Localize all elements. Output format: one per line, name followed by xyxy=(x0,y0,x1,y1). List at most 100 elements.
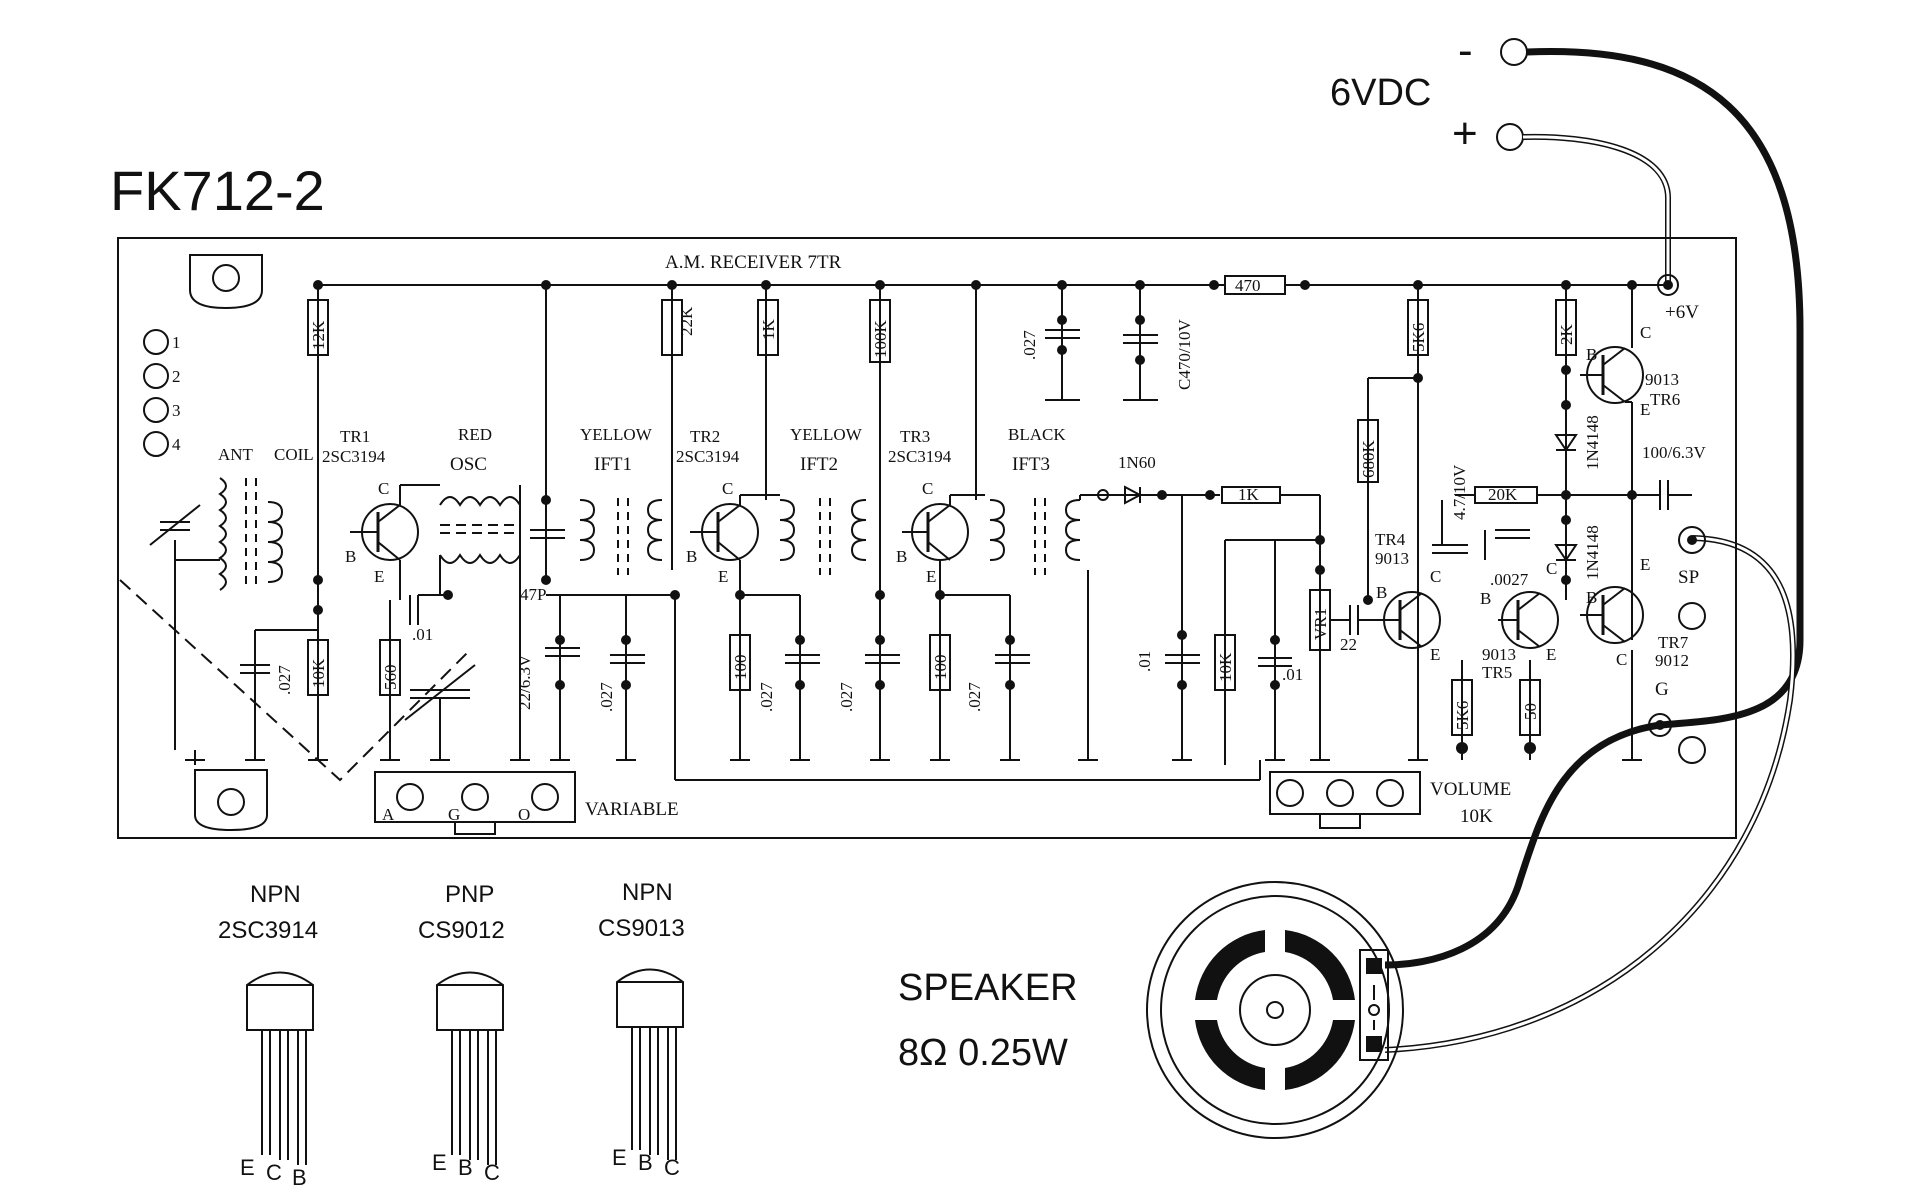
svg-text:E: E xyxy=(612,1145,627,1170)
diode-1n4148-b xyxy=(1554,544,1578,562)
svg-text:.027: .027 xyxy=(1020,330,1039,360)
model-title: FK712-2 xyxy=(110,159,325,222)
speaker-spec: 8Ω 0.25W xyxy=(898,1032,1068,1074)
svg-text:470: 470 xyxy=(1235,276,1261,295)
ift2-color-label: YELLOW xyxy=(790,425,863,444)
ift1-color-label: YELLOW xyxy=(580,425,653,444)
svg-text:CS9012: CS9012 xyxy=(418,917,505,944)
svg-text:E: E xyxy=(718,567,728,586)
transistor-package-1: NPN 2SC3914 E C B xyxy=(218,881,318,1189)
variable-capacitor-pads xyxy=(374,771,576,823)
svg-text:C470/10V: C470/10V xyxy=(1175,318,1194,390)
resistor-100-a xyxy=(729,634,751,691)
svg-text:10K: 10K xyxy=(1460,806,1493,827)
g-label: G xyxy=(1655,679,1669,700)
svg-text:C: C xyxy=(1616,650,1627,669)
svg-text:B: B xyxy=(1376,583,1387,602)
svg-text:C: C xyxy=(1430,567,1441,586)
positive-terminal xyxy=(1496,123,1524,151)
tr2-label: TR2 xyxy=(690,427,720,446)
svg-text:B: B xyxy=(1586,345,1597,364)
ift2-coil xyxy=(779,499,796,561)
mounting-hole-top xyxy=(189,254,263,310)
svg-text:.01: .01 xyxy=(1135,651,1154,672)
diode-1n4148-a xyxy=(1554,434,1578,452)
power-label: 6VDC xyxy=(1330,72,1431,114)
svg-text:1K: 1K xyxy=(1238,485,1260,504)
svg-text:.027: .027 xyxy=(965,682,984,712)
svg-text:100: 100 xyxy=(931,655,950,681)
svg-text:NPN: NPN xyxy=(250,881,301,908)
svg-text:.027: .027 xyxy=(597,682,616,712)
svg-text:2: 2 xyxy=(172,367,181,386)
svg-text:3: 3 xyxy=(172,401,181,420)
svg-text:C: C xyxy=(722,479,733,498)
svg-text:A: A xyxy=(382,805,395,824)
transistor-package-3: NPN CS9013 E B C xyxy=(598,879,685,1180)
svg-text:5K6: 5K6 xyxy=(1409,323,1428,352)
pcb-outline xyxy=(117,237,1737,839)
resistor-1k-a xyxy=(757,299,779,356)
svg-text:VR1: VR1 xyxy=(1311,608,1330,640)
svg-text:C: C xyxy=(1640,323,1651,342)
resistor-680k xyxy=(1357,419,1379,483)
svg-text:CS9013: CS9013 xyxy=(598,915,685,942)
svg-text:2SC3914: 2SC3914 xyxy=(218,917,318,944)
svg-text:E: E xyxy=(432,1150,447,1175)
mounting-hole-bottom xyxy=(194,769,268,832)
svg-text:B: B xyxy=(458,1155,473,1180)
svg-text:.027: .027 xyxy=(757,682,776,712)
svg-text:NPN: NPN xyxy=(622,879,673,906)
diode-1n60-label: 1N60 xyxy=(1118,453,1156,472)
speaker-wire xyxy=(1384,536,1795,1052)
svg-text:E: E xyxy=(374,567,384,586)
gang-link-dashed xyxy=(119,579,471,782)
svg-text:B: B xyxy=(1586,588,1597,607)
negative-terminal xyxy=(1500,38,1528,66)
svg-text:TR6: TR6 xyxy=(1650,390,1680,409)
svg-text:C: C xyxy=(922,479,933,498)
svg-text:4: 4 xyxy=(172,435,181,454)
svg-text:TR5: TR5 xyxy=(1482,663,1512,682)
osc-coil xyxy=(439,496,521,507)
negative-wire xyxy=(1526,48,1804,729)
svg-text:1K: 1K xyxy=(759,319,778,341)
svg-text:680K: 680K xyxy=(1359,440,1378,479)
svg-text:.027: .027 xyxy=(837,682,856,712)
svg-text:E: E xyxy=(1546,645,1556,664)
svg-text:E: E xyxy=(1640,555,1650,574)
ift3-label: IFT3 xyxy=(1012,454,1050,475)
ground-wire xyxy=(1384,721,1661,969)
resistor-12k xyxy=(307,299,329,356)
svg-text:.0027: .0027 xyxy=(1490,570,1529,589)
svg-text:E: E xyxy=(1640,400,1650,419)
resistor-50 xyxy=(1519,679,1541,736)
antenna-coil xyxy=(218,477,227,591)
resistor-100-b xyxy=(929,634,951,691)
resistor-2k xyxy=(1555,299,1577,356)
speaker-graphic xyxy=(1146,881,1404,1139)
svg-text:B: B xyxy=(292,1165,307,1189)
g-pad xyxy=(1678,736,1706,764)
svg-text:C: C xyxy=(664,1155,680,1180)
tr6-label-type: 9013 xyxy=(1645,370,1679,389)
power-plus-sign: + xyxy=(1452,109,1478,158)
svg-text:1N4148: 1N4148 xyxy=(1583,415,1602,470)
ift1-label: IFT1 xyxy=(594,454,632,475)
svg-text:B: B xyxy=(686,547,697,566)
svg-text:22/6.3V: 22/6.3V xyxy=(515,654,534,710)
speaker-label: SPEAKER xyxy=(898,967,1078,1009)
svg-text:2SC3194: 2SC3194 xyxy=(322,447,386,466)
svg-text:C: C xyxy=(1546,559,1557,578)
volume-label: VOLUME xyxy=(1430,779,1511,800)
ift3-coil xyxy=(989,499,1006,561)
svg-text:C: C xyxy=(484,1160,500,1185)
svg-text:B: B xyxy=(1480,589,1491,608)
tr4-label: TR4 xyxy=(1375,530,1406,549)
svg-text:10K: 10K xyxy=(1216,652,1235,682)
svg-text:9013: 9013 xyxy=(1375,549,1409,568)
positive-wire-outline xyxy=(1522,133,1672,282)
svg-text:9012: 9012 xyxy=(1655,651,1689,670)
sp-pad xyxy=(1678,602,1706,630)
